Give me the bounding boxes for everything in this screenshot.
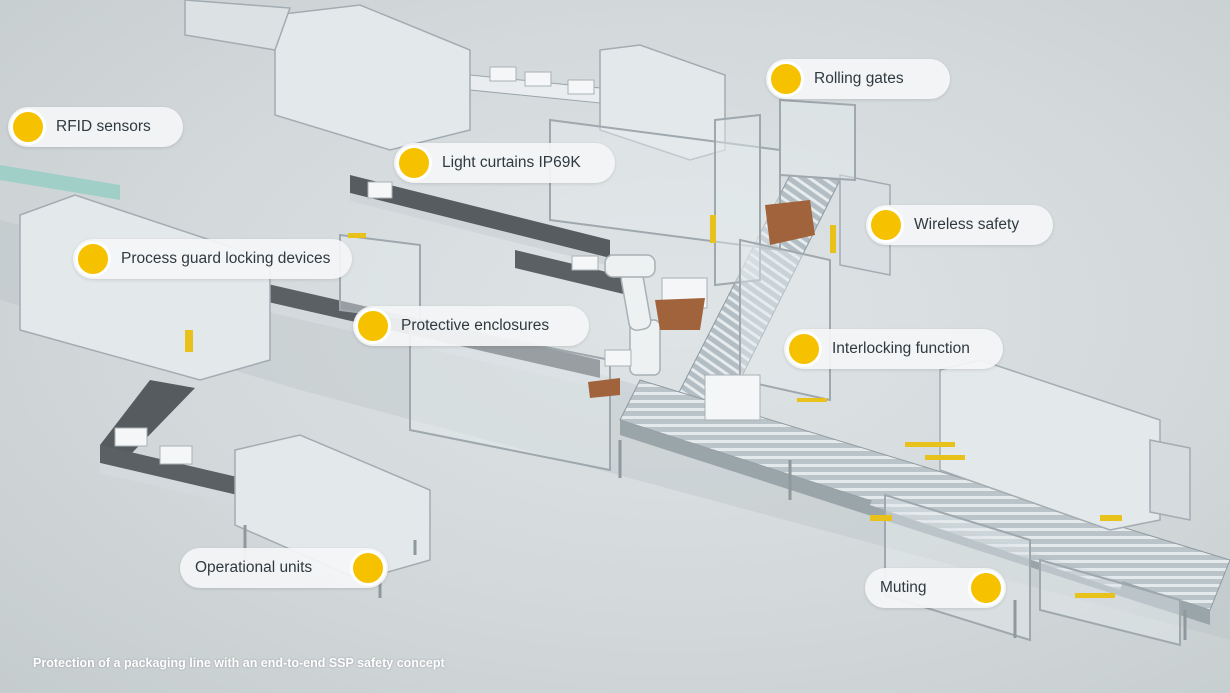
hotspot-marker	[786, 331, 822, 367]
hotspot-operational-units[interactable]: Operational units	[180, 548, 388, 588]
hotspot-label: Rolling gates	[814, 70, 904, 87]
hotspot-label: Operational units	[195, 559, 313, 576]
hotspot-light-curtains[interactable]: Light curtains IP69K	[394, 143, 615, 183]
hotspot-label: Process guard locking devices	[121, 250, 331, 267]
safety-accents	[185, 215, 1122, 598]
hotspot-muting[interactable]: Muting	[865, 568, 1006, 608]
hotspot-marker	[350, 550, 386, 586]
hotspot-label: Light curtains IP69K	[442, 154, 581, 171]
hotspot-marker	[396, 145, 432, 181]
pallets	[588, 200, 815, 398]
hotspot-marker	[968, 570, 1004, 606]
hotspot-marker	[75, 241, 111, 277]
hotspot-label: Interlocking function	[832, 340, 970, 357]
cartons	[114, 66, 761, 465]
hotspot-rfid-sensors[interactable]: RFID sensors	[8, 107, 183, 147]
hotspot-marker	[355, 308, 391, 344]
floor-shadows	[0, 220, 1230, 640]
robot-arm	[604, 254, 661, 376]
hotspot-marker	[868, 207, 904, 243]
hotspot-protective-enclosures[interactable]: Protective enclosures	[353, 306, 589, 346]
hotspot-marker	[10, 109, 46, 145]
hotspot-wireless-safety[interactable]: Wireless safety	[866, 205, 1053, 245]
hotspot-marker	[768, 61, 804, 97]
hotspot-interlocking[interactable]: Interlocking function	[784, 329, 1003, 369]
hotspot-label: Wireless safety	[914, 216, 1020, 233]
hotspot-label: Muting	[880, 579, 927, 596]
hotspot-rolling-gates[interactable]: Rolling gates	[766, 59, 950, 99]
hotspot-process-guard[interactable]: Process guard locking devices	[73, 239, 352, 279]
image-caption: Protection of a packaging line with an e…	[33, 656, 445, 670]
hotspot-label: Protective enclosures	[401, 317, 550, 334]
hotspot-label: RFID sensors	[56, 118, 151, 135]
